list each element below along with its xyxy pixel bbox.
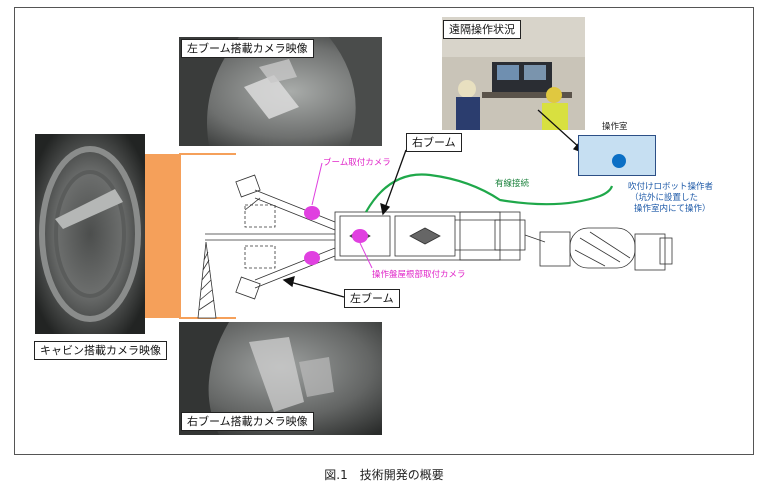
boom-camera-leader [311,162,323,206]
left-boom-camera-label: 左ブーム搭載カメラ映像 [181,39,314,58]
right-boom-camera-marker [304,206,320,220]
right-boom-label: 右ブーム [406,133,462,152]
boom-camera-text: ブーム取付カメラ [323,158,391,168]
wired-connection [365,173,614,213]
operator-text-2: （坑外に設置した [630,193,699,203]
panel-camera-text: 操作盤屋根部取付カメラ [372,270,466,280]
tunnel-image [35,134,145,334]
operator-marker [612,154,626,168]
operator-text-3: 操作室内にて操作） [634,204,711,214]
cabin-camera-label: キャビン搭載カメラ映像 [34,341,167,360]
operator-text-1: 吹付けロボット操作者 [628,182,714,192]
remote-status-label: 遠隔操作状況 [443,20,521,39]
spray-cone [197,241,217,319]
operation-room-box [578,135,656,176]
cabin-view-bracket [145,154,179,318]
machine-drawing [205,174,673,300]
panel-camera-marker [352,229,368,243]
figure-caption: 図.1 技術開発の概要 [324,468,444,482]
wired-text: 有線接続 [495,179,530,189]
left-boom-camera-marker [304,251,320,265]
left-boom-label: 左ブーム [344,289,400,308]
operation-room-label: 操作室 [602,122,628,132]
cabin-camera-photo [35,134,145,334]
panel-camera-leader [359,242,373,269]
right-boom-camera-label: 右ブーム搭載カメラ映像 [181,412,314,431]
arrows [282,109,587,298]
